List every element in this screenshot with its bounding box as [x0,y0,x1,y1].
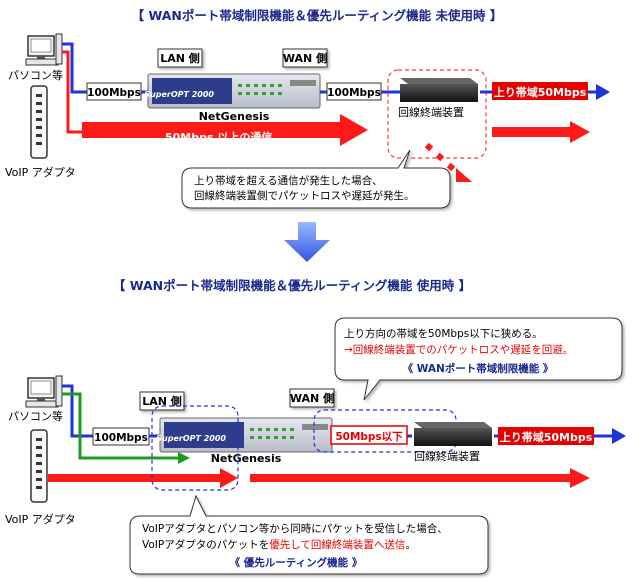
top-uplink-label: 上り帯域50Mbps [494,85,587,99]
top-over-label: 50Mbps 以上の通信 [165,130,272,144]
bottom-speed-wan-box [330,425,408,445]
bottom-bandwidth-bubble [334,317,623,401]
bottom-uplink-arrowhead [612,428,626,444]
top-speed-lan: 100Mbps [87,87,141,99]
bottom-bubble1-tag: 《 WANポート帯域制限機能 》 [403,362,554,375]
bottom-bubble2-line2-b: 優先して回線終端装置へ送信 [269,538,405,551]
bottom-uplink-label: 上り帯域50Mbps [500,430,593,444]
top-title: 【 WANポート帯域制限機能＆優先ルーティング機能 未使用時 】 [132,8,503,23]
top-wan-box [282,48,328,68]
bottom-voip-priority-line [62,392,180,460]
bottom-device-name: NetGenesis [211,452,282,465]
top-bubble-line2: 回線終端装置側でパケットロスや遅延が発生。 [194,189,415,202]
bottom-priority-box [151,405,239,491]
bottom-lan-label: LAN 側 [142,394,182,408]
bottom-wan-label: WAN 側 [290,391,334,405]
bottom-terminal-label: 回線終端装置 [414,449,480,463]
top-terminal-label: 回線終端装置 [398,105,464,119]
bottom-bubble1-line1: 上り方向の帯域を50Mbps以下に狭める。 [344,327,543,340]
bottom-red-arrow-lan [48,468,238,488]
top-big-red-arrow [82,114,368,146]
bottom-bubble2-line2-c: 。 [405,539,416,551]
bottom-pc-label: パソコン等 [8,409,63,423]
top-uplink-arrowhead [596,84,610,100]
top-pc-line [62,42,88,94]
bottom-bubble2-tag: 《 優先ルーティング機能 》 [230,556,363,569]
bottom-bubble1-line2: →回線終端装置でのパケットロスや遅延を回避。 [344,343,573,356]
top-speech-bubble [181,149,451,209]
bottom-voip-label: VoIP アダプタ [5,512,76,526]
bottom-red-arrow-wan [250,468,590,488]
top-packet-loss-arrow [424,142,472,182]
top-bubble-line1: 上り帯域を超える通信が発生した場合、 [194,174,383,187]
bottom-router-model: SuperOPT 2000 [156,434,226,443]
top-speed-lan-box [86,82,142,101]
bottom-router-icon: SuperOPT 2000 [156,417,333,453]
bottom-uplink-box [498,427,594,445]
bottom-bubble2-line2-a: VoIPアダプタのパケットを [142,538,269,551]
top-pc-label: パソコン等 [8,68,63,82]
top-congestion-box [387,69,487,159]
top-lan-box [157,48,203,68]
top-lan-label: LAN 側 [160,51,200,65]
top-speed-wan-box [326,82,382,101]
bottom-title: 【 WANポート帯域制限機能＆優先ルーティング機能 使用時 】 [113,278,471,293]
voip-adapter-icon [30,85,48,159]
top-terminal-icon [400,78,478,102]
bottom-speed-lan: 100Mbps [94,432,148,444]
bottom-terminal-icon [414,422,492,446]
bottom-speed-wan: 50Mbps以下 [335,431,403,443]
voip-adapter-icon [30,429,48,503]
transition-down-arrow [284,222,330,262]
bottom-green-arrowhead [178,452,190,464]
top-uplink-box [492,82,588,100]
top-speed-wan: 100Mbps [327,87,381,99]
pc-icon [25,375,63,408]
bottom-speed-lan-box [92,427,150,446]
top-wan-label: WAN 側 [283,51,327,65]
top-voip-label: VoIP アダプタ [5,165,76,179]
top-router-icon: SuperOPT 2000 [144,73,321,109]
top-pc-red-line [62,50,82,134]
bottom-bubble2-line2: VoIPアダプタのパケットを優先して回線終端装置へ送信。 [142,538,416,551]
top-device-name: NetGenesis [199,110,270,123]
top-red-out-arrow [492,121,590,143]
bottom-wan-box [289,388,335,408]
pc-icon [25,33,63,66]
top-router-model: SuperOPT 2000 [144,90,214,99]
bottom-bubble2-line1: VoIPアダプタとパソコン等から同時にパケットを受信した場合、 [142,522,448,535]
bottom-priority-bubble [129,494,489,575]
